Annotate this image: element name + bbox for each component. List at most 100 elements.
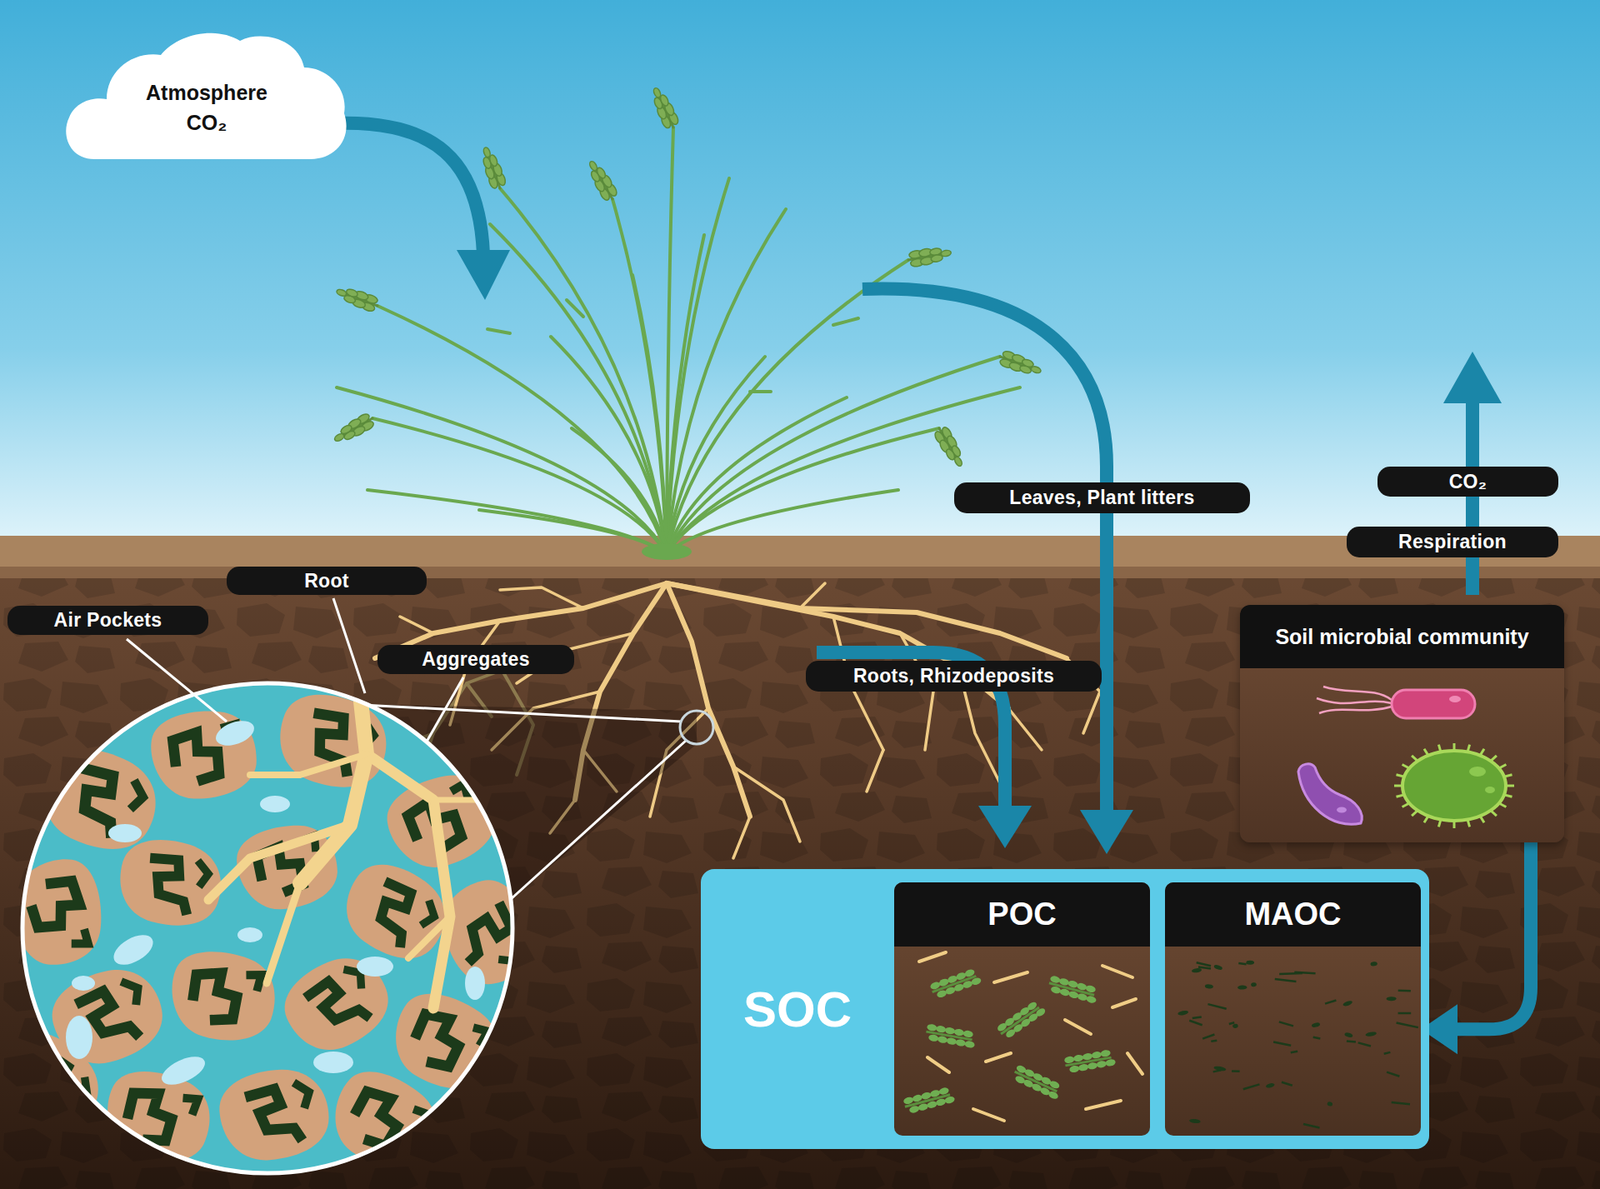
grass-plant (584, 157, 620, 204)
soil-magnifier (237, 927, 263, 943)
mineral-carbon (1192, 1017, 1202, 1020)
box-heading: MAOC (1244, 896, 1341, 933)
mineral-carbon (1205, 984, 1214, 990)
leaf (1048, 1080, 1060, 1090)
cloud-label: Atmosphere CO₂ (135, 77, 278, 139)
leaf-fragment (1064, 1049, 1117, 1075)
leaf (945, 1037, 957, 1046)
part-label: Aggregates (377, 645, 575, 675)
mineral-carbon (1275, 979, 1297, 982)
mineral-carbon (1358, 1042, 1371, 1046)
grass-plant (641, 543, 692, 560)
soil-magnifier (167, 948, 279, 1045)
root-fragment (994, 972, 1028, 983)
ground (0, 535, 1600, 1189)
root-fragment (1102, 965, 1133, 978)
part-label: Root (226, 566, 427, 595)
cell-spot (1469, 766, 1486, 777)
soil-magnifier (145, 702, 263, 807)
panel-heading: SOC (743, 980, 852, 1039)
label-text: CO₂ (1449, 470, 1488, 494)
root-fragment (919, 952, 946, 962)
soil-magnifier (313, 1051, 354, 1074)
grass-plant (666, 428, 940, 555)
leaf (935, 1025, 947, 1034)
soil-magnifier (271, 942, 402, 1066)
label-text: Leaves, Plant litters (1009, 486, 1195, 510)
mineral-carbon (1231, 1070, 1240, 1073)
leaf-stem (1000, 1007, 1040, 1035)
mineral-carbon (1213, 1065, 1227, 1072)
mineral-carbon (1386, 1072, 1400, 1077)
flow-arrows (1443, 351, 1502, 404)
soil-magnifier (300, 679, 367, 884)
leaf (929, 1089, 941, 1099)
grass-plant (666, 235, 705, 555)
label-text: Root (304, 570, 350, 593)
leaf (911, 1094, 924, 1104)
leaf-fragment (995, 998, 1047, 1041)
grass-plant (330, 411, 377, 447)
mineral-carbon (1365, 1031, 1377, 1038)
part-label: Air Pockets (7, 605, 209, 635)
leaf (1067, 980, 1080, 990)
bacterium-rod (1391, 690, 1475, 719)
leaf (938, 1086, 950, 1096)
mineral-carbon (1250, 982, 1257, 988)
label-text: Respiration (1398, 530, 1507, 554)
leaf (1076, 992, 1089, 1002)
leaf (962, 1030, 974, 1039)
soil-magnifier (65, 1015, 93, 1060)
mineral-carbon (1202, 1035, 1215, 1040)
roots (400, 616, 434, 634)
sky (0, 0, 1600, 537)
flow-connector (1420, 842, 1531, 1055)
leaf (926, 1100, 939, 1110)
flow-arrows (456, 250, 510, 300)
mineral-carbon (1213, 964, 1223, 971)
label-text: Air Pockets (54, 609, 163, 632)
label-text: Roots, Rhizodeposits (853, 665, 1055, 688)
grass-plant (833, 318, 859, 325)
soil-magnifier (356, 956, 394, 977)
mineral-carbon (1279, 1021, 1294, 1026)
cell-spot (1449, 695, 1461, 703)
flow-arrows (978, 805, 1032, 849)
mineral-carbon (1245, 960, 1255, 965)
leaf (1064, 1055, 1075, 1065)
leaf (944, 1095, 956, 1105)
leaf (964, 968, 976, 979)
leaf (1047, 1090, 1060, 1100)
soil-magnifier (212, 716, 258, 751)
leaf-fragment (1010, 1064, 1064, 1100)
soil-magnifier (366, 754, 450, 1009)
grass-plant (550, 336, 667, 555)
carbon-fraction-box: POC (894, 882, 1150, 1136)
soil-magnifier (250, 754, 367, 775)
mineral-carbon (1342, 1000, 1354, 1008)
mineral-carbon (1229, 1022, 1235, 1025)
soil-magnifier (0, 679, 545, 1183)
mineral-carbon (1273, 1042, 1291, 1046)
grass-plant (490, 224, 667, 555)
leaf (955, 1039, 966, 1048)
grass-plant (647, 85, 680, 131)
box-heading: POC (987, 896, 1056, 933)
root-fragment (973, 1109, 1005, 1121)
flow-arrows (1465, 398, 1480, 595)
ground (0, 535, 1600, 1189)
leaf (1067, 990, 1080, 1000)
leader-lines (126, 639, 227, 722)
soil-magnifier (408, 916, 450, 959)
bacterium-round (1402, 750, 1506, 821)
roots (1008, 708, 1042, 750)
grass-plant (997, 349, 1044, 380)
soil-magnifier (266, 883, 300, 984)
soil-magnifier (208, 825, 350, 900)
soil-magnifier (113, 833, 229, 934)
leaf (926, 1023, 938, 1032)
leaf (1058, 977, 1070, 987)
mineral-carbon (1386, 996, 1397, 1001)
grass-plant (906, 245, 953, 269)
leader-lines (333, 598, 365, 694)
